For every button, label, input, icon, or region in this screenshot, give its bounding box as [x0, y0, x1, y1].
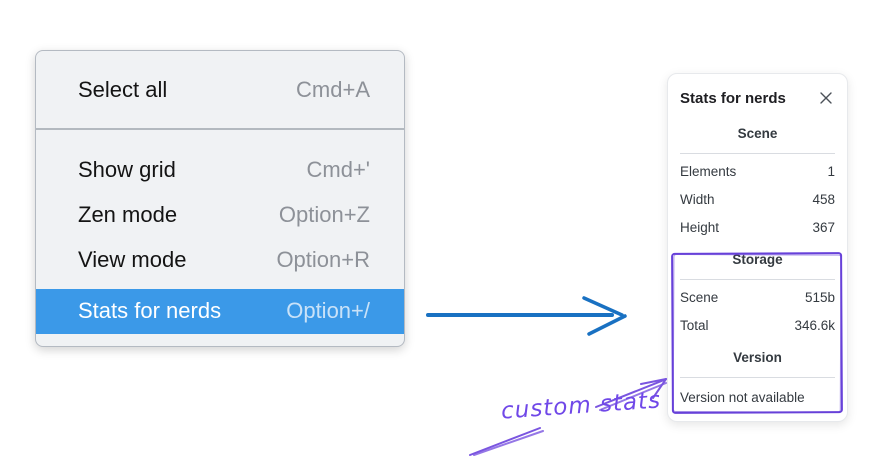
stat-label: Total: [680, 318, 709, 333]
blue-arrow: [426, 296, 627, 336]
section-heading-storage: Storage: [732, 252, 783, 267]
menu-item-view-mode[interactable]: View mode Option+R: [36, 238, 404, 283]
menu-item-shortcut: Cmd+': [306, 157, 371, 182]
menu-item-show-grid[interactable]: Show grid Cmd+': [36, 148, 404, 193]
section-rule: [680, 377, 835, 378]
stat-label: Elements: [680, 164, 737, 179]
section-rule: [680, 153, 835, 154]
version-note: Version not available: [680, 390, 805, 405]
context-menu: Select all Cmd+A Show grid Cmd+' Zen mod…: [35, 50, 405, 347]
stat-row-elements: Elements 1: [680, 164, 835, 182]
annotation-label: custom stats: [500, 387, 662, 425]
menu-item-stats-for-nerds[interactable]: Stats for nerds Option+/: [36, 288, 404, 334]
menu-divider: [36, 128, 404, 130]
stat-row-width: Width 458: [680, 192, 835, 210]
menu-item-select-all[interactable]: Select all Cmd+A: [36, 51, 404, 128]
section-rule: [680, 279, 835, 280]
menu-item-shortcut: Option+Z: [278, 202, 370, 227]
menu-item-zen-mode[interactable]: Zen mode Option+Z: [36, 193, 404, 238]
stats-panel: Stats for nerds Scene Elements 1 Width 4…: [667, 73, 848, 422]
close-icon: [820, 92, 832, 104]
menu-item-label: Show grid: [78, 157, 176, 182]
menu-item-shortcut: Option+/: [286, 298, 370, 323]
stat-row-scene-size: Scene 515b: [680, 290, 835, 308]
menu-item-shortcut: Option+R: [276, 247, 370, 272]
stat-value: 458: [812, 192, 835, 207]
stat-label: Height: [680, 220, 720, 235]
stat-label: Width: [680, 192, 715, 207]
section-heading-scene: Scene: [737, 126, 778, 141]
stat-row-total-size: Total 346.6k: [680, 318, 835, 336]
close-button[interactable]: [817, 89, 835, 107]
stat-value: 515b: [804, 290, 835, 305]
menu-item-label: Zen mode: [78, 202, 178, 227]
menu-item-label: Stats for nerds: [78, 298, 222, 323]
stats-panel-title: Stats for nerds: [680, 89, 786, 107]
menu-item-label: Select all: [78, 76, 168, 102]
stat-value: 367: [812, 220, 835, 235]
menu-item-shortcut: Cmd+A: [296, 76, 370, 102]
stat-value: 1: [827, 164, 835, 179]
section-heading-version: Version: [733, 350, 782, 365]
stat-row-height: Height 367: [680, 220, 835, 238]
stats-panel-header: Stats for nerds: [680, 88, 835, 108]
stat-value: 346.6k: [794, 318, 835, 333]
stat-label: Scene: [680, 290, 719, 305]
menu-item-label: View mode: [78, 247, 187, 272]
